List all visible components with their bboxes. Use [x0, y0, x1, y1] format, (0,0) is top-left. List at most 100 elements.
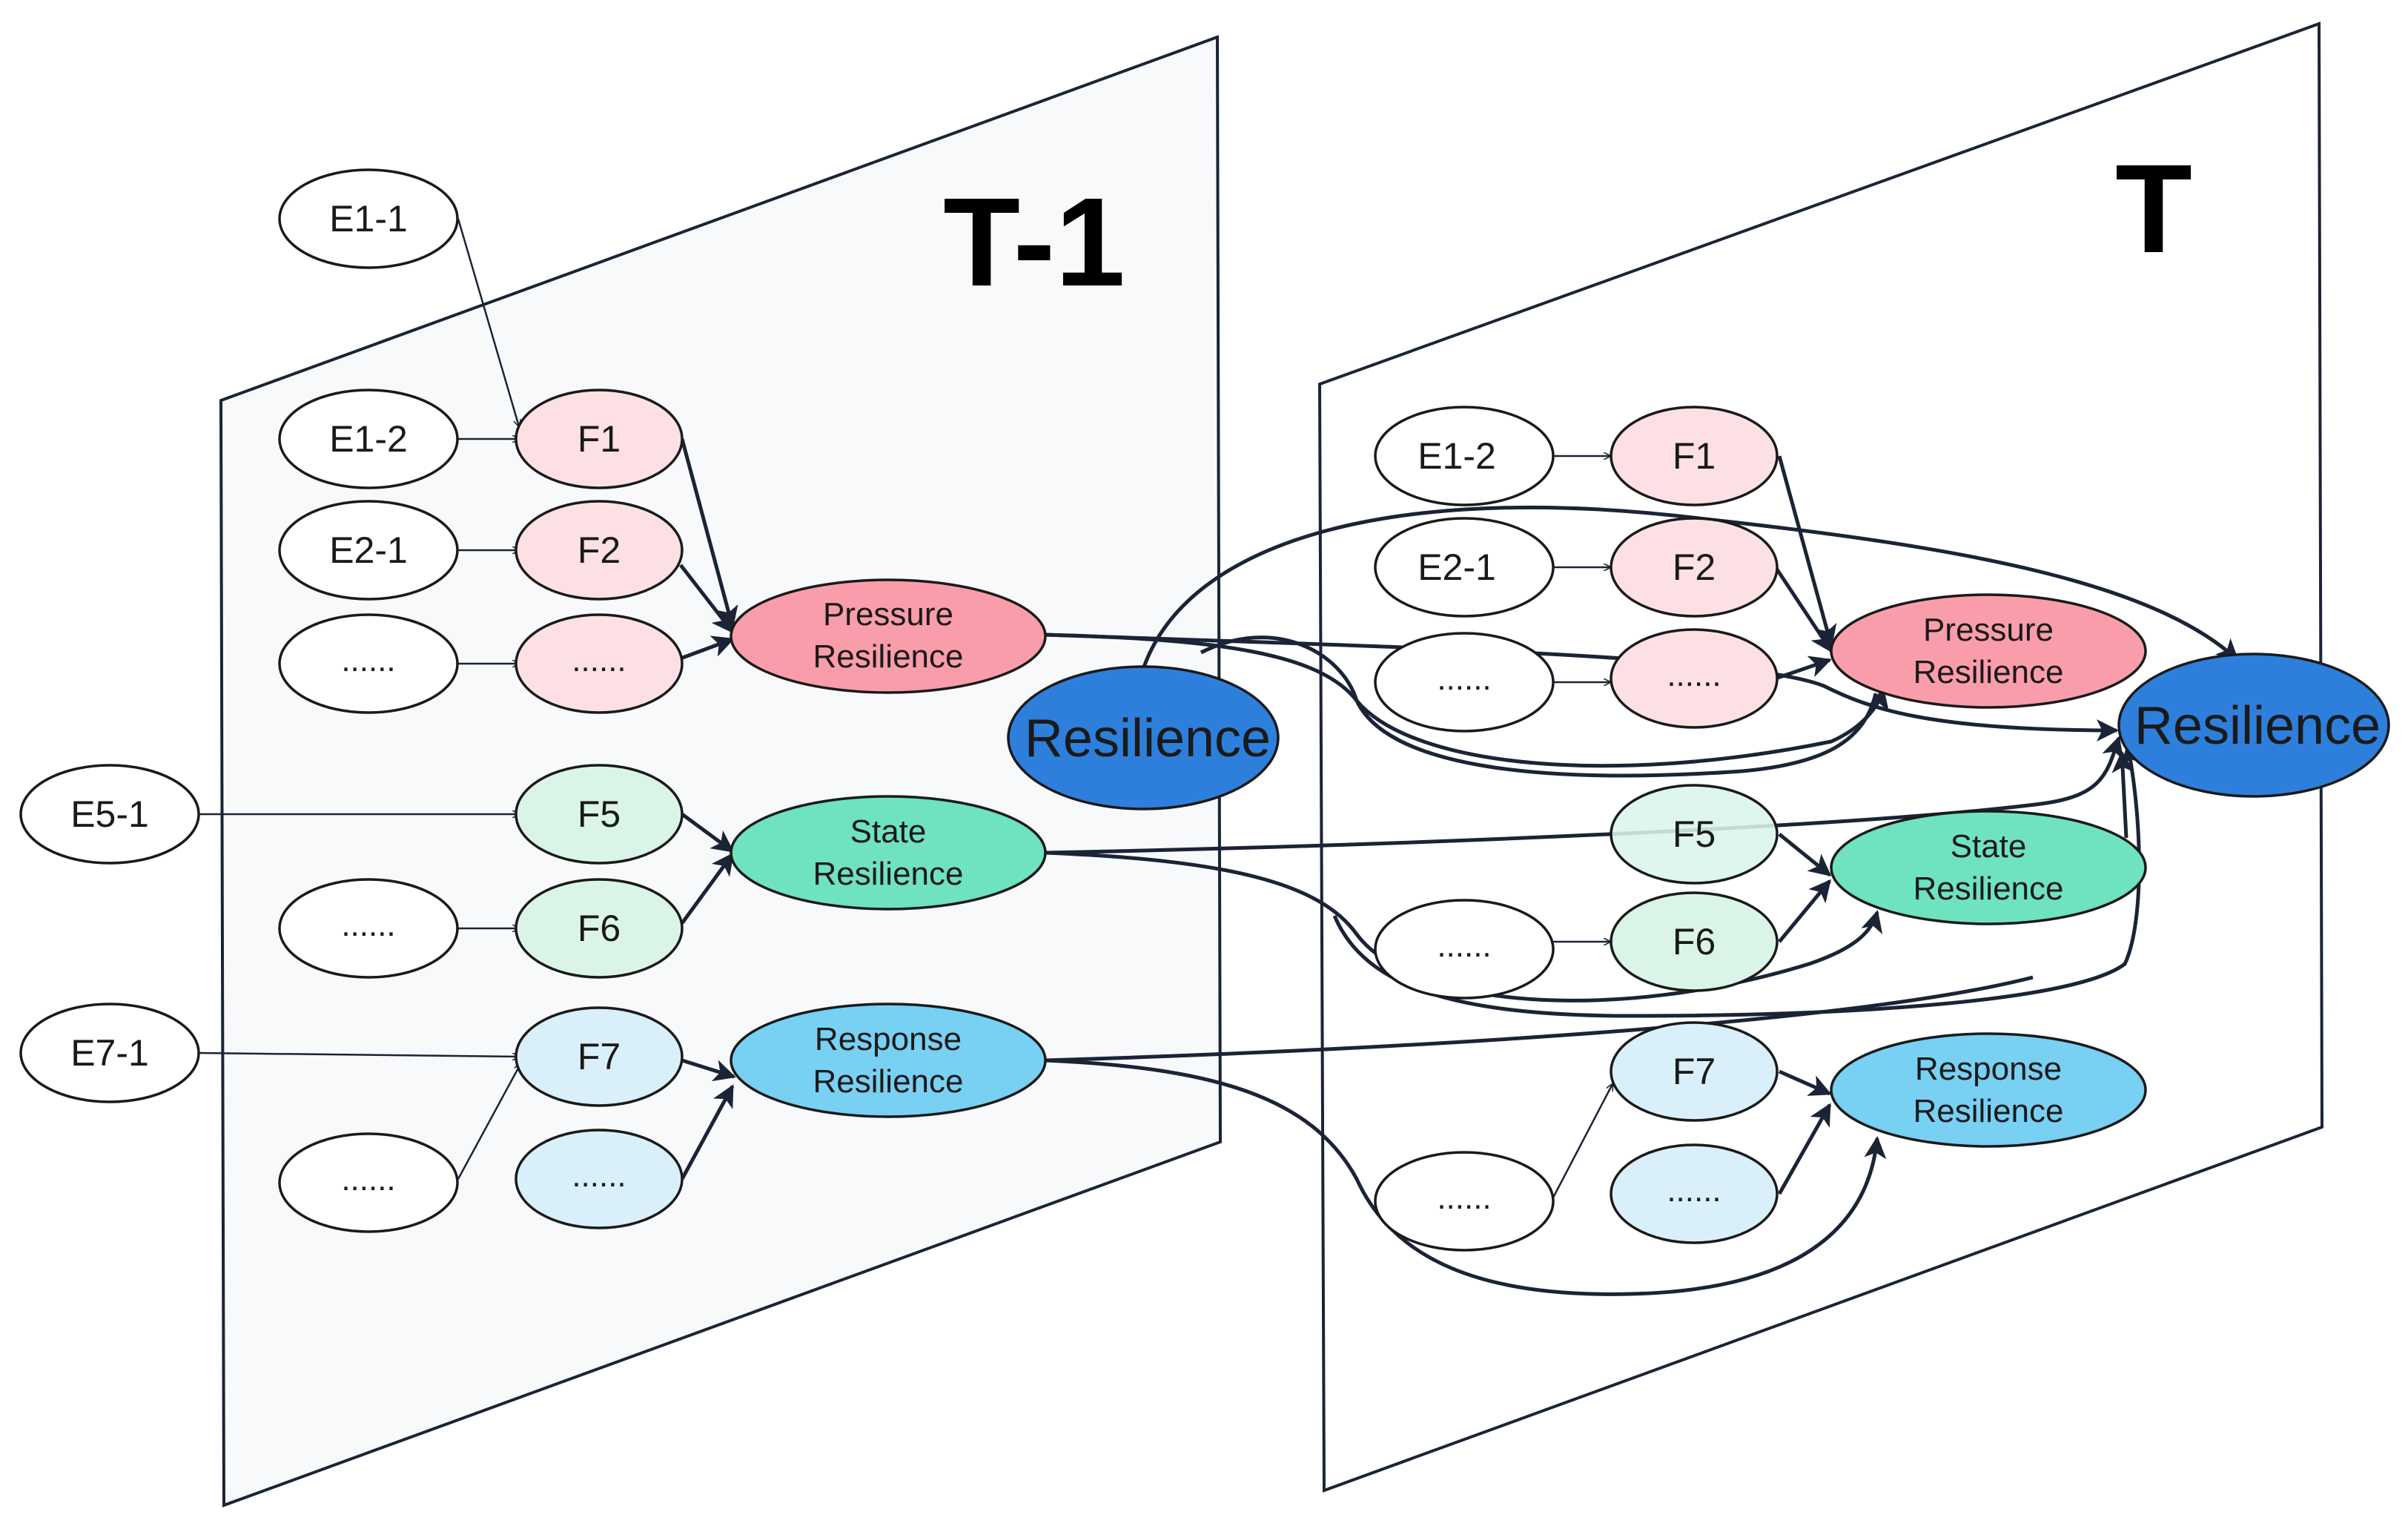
- node-t1-response-resilience[interactable]: Response Resilience: [730, 1003, 1047, 1118]
- node-t1-e5-1-label: E5-1: [70, 793, 149, 835]
- node-t1-f5[interactable]: F5: [515, 764, 684, 865]
- node-t-pressure-resilience[interactable]: Pressure Resilience: [1830, 593, 2147, 709]
- edge-t-f2-pressure: [1773, 566, 1833, 653]
- edge-response-t1-response-t: [1045, 1058, 1887, 1296]
- edge-f1-pressure: [680, 438, 738, 629]
- node-t-s-dots[interactable]: ......: [1374, 899, 1555, 1000]
- panel-t-minus-1-title: T-1: [943, 172, 1125, 313]
- edge-f5-state: [681, 812, 735, 853]
- node-t1-f6[interactable]: F6: [515, 878, 684, 979]
- node-t-r-dots[interactable]: ......: [1374, 1151, 1555, 1252]
- node-t-f2[interactable]: F2: [1610, 517, 1779, 618]
- edge-e11-f1: [457, 218, 519, 426]
- node-t-f-dots-label: ......: [1667, 657, 1721, 693]
- node-t1-f2-label: F2: [578, 529, 621, 571]
- node-t-f2-label: F2: [1673, 546, 1716, 588]
- node-t1-f1-label: F1: [578, 418, 621, 460]
- node-t-state-resilience[interactable]: State Resilience: [1830, 810, 2147, 925]
- edge-rdots-f7: [457, 1064, 520, 1180]
- node-t1-f7[interactable]: F7: [515, 1006, 684, 1107]
- node-t-f5[interactable]: F5: [1610, 784, 1779, 885]
- edge-e71-f7: [198, 1051, 519, 1057]
- node-t-f1-label: F1: [1673, 435, 1716, 477]
- node-t1-r-dots[interactable]: ......: [278, 1132, 459, 1233]
- node-t-resilience[interactable]: Resilience: [2117, 653, 2390, 798]
- node-t-f8-dots[interactable]: ......: [1610, 1143, 1779, 1244]
- node-t-e1-2[interactable]: E1-2: [1374, 406, 1555, 506]
- node-t1-e2-1-label: E2-1: [329, 529, 408, 571]
- node-t1-pressure-label-1: Pressure: [823, 596, 953, 633]
- edge-t-f8dots-response: [1777, 1103, 1832, 1195]
- node-t1-f7-label: F7: [578, 1036, 621, 1077]
- edge-t-f6-state: [1778, 879, 1831, 943]
- node-t1-s-dots[interactable]: ......: [278, 878, 459, 979]
- node-t1-f8-dots[interactable]: ......: [515, 1129, 684, 1229]
- node-t-state-label-2: Resilience: [1914, 871, 2064, 907]
- edge-fdots-pressure: [680, 635, 735, 661]
- node-t-e-dots-label: ......: [1437, 661, 1491, 697]
- node-t1-response-label-2: Resilience: [813, 1063, 964, 1100]
- edge-t-f5-state: [1778, 833, 1832, 876]
- node-t-response-label-1: Response: [1915, 1051, 2062, 1087]
- node-t-f5-label: F5: [1673, 813, 1716, 855]
- node-t1-s-dots-label: ......: [341, 907, 395, 943]
- node-t-resilience-label: Resilience: [2134, 696, 2381, 756]
- node-t-f6[interactable]: F6: [1610, 891, 1779, 992]
- node-t1-f-dots-label: ......: [572, 642, 626, 678]
- node-t-f-dots[interactable]: ......: [1610, 628, 1779, 729]
- node-t1-state-resilience[interactable]: State Resilience: [730, 795, 1047, 911]
- node-t1-pressure-resilience[interactable]: Pressure Resilience: [730, 578, 1047, 694]
- node-t1-e1-2[interactable]: E1-2: [278, 389, 459, 489]
- nodes-t: E1-2 E2-1 ...... F1 F2 ...... Pressure R…: [1374, 406, 2390, 1252]
- node-t-f1[interactable]: F1: [1610, 406, 1779, 506]
- node-t-s-dots-label: ......: [1437, 928, 1491, 964]
- edge-t-f7-response: [1778, 1069, 1832, 1096]
- node-t1-e1-2-label: E1-2: [329, 418, 408, 460]
- node-t1-e1-1[interactable]: E1-1: [278, 168, 459, 269]
- node-t1-state-label-1: State: [850, 813, 927, 850]
- edges-t-thick: [1773, 455, 2134, 1195]
- panel-t-minus-1: [219, 35, 1223, 1507]
- edge-pressure-t1-pressure-t: [1045, 633, 1889, 768]
- node-t-e2-1-label: E2-1: [1418, 546, 1496, 588]
- node-t1-e7-1[interactable]: E7-1: [19, 1003, 200, 1103]
- edge-f6-state: [680, 852, 735, 925]
- node-t-response-label-2: Resilience: [1914, 1093, 2064, 1129]
- node-t-e2-1[interactable]: E2-1: [1374, 517, 1555, 618]
- edges-t-thin: [1552, 456, 1612, 1198]
- node-t1-e-dots[interactable]: ......: [278, 613, 459, 714]
- node-t1-f1[interactable]: F1: [515, 389, 684, 489]
- node-t1-resilience[interactable]: Resilience: [1007, 665, 1280, 810]
- node-t-f7-label: F7: [1673, 1051, 1716, 1092]
- node-t-response-resilience[interactable]: Response Resilience: [1830, 1032, 2147, 1148]
- node-t1-pressure-label-2: Resilience: [813, 638, 964, 675]
- node-t-r-dots-label: ......: [1437, 1180, 1491, 1216]
- node-t1-e-dots-label: ......: [341, 642, 395, 678]
- edges-t-minus-1-thick: [679, 438, 738, 1180]
- node-t1-response-label-1: Response: [815, 1021, 962, 1057]
- node-t1-f5-label: F5: [578, 793, 621, 835]
- edge-f8dots-response: [680, 1084, 735, 1180]
- edge-t-f1-pressure: [1777, 455, 1837, 647]
- node-t-pressure-label-1: Pressure: [1923, 612, 2054, 648]
- edge-state-t1-resilience-t: [1045, 736, 2124, 855]
- edges-t-minus-1-thin: [198, 218, 520, 1180]
- node-t1-e7-1-label: E7-1: [70, 1032, 149, 1074]
- node-t-f8-dots-label: ......: [1667, 1172, 1721, 1209]
- edge-response-t1-resilience-t: [1045, 975, 2034, 1063]
- node-t-f7[interactable]: F7: [1610, 1021, 1779, 1122]
- node-t1-f8-dots-label: ......: [572, 1158, 626, 1194]
- node-t1-e5-1[interactable]: E5-1: [19, 764, 200, 865]
- node-t1-f2[interactable]: F2: [515, 500, 684, 601]
- node-t1-e1-1-label: E1-1: [329, 198, 408, 240]
- edge-f2-pressure: [679, 564, 734, 634]
- node-t1-e2-1[interactable]: E2-1: [278, 500, 459, 601]
- panel-t-title: T: [2115, 139, 2192, 280]
- edge-f7-response: [681, 1058, 736, 1082]
- node-t1-f-dots[interactable]: ......: [515, 613, 684, 714]
- node-t-f6-label: F6: [1673, 921, 1716, 962]
- node-t-state-label-1: State: [1951, 828, 2027, 865]
- node-t1-state-label-2: Resilience: [813, 856, 964, 892]
- node-t-e-dots[interactable]: ......: [1374, 632, 1555, 733]
